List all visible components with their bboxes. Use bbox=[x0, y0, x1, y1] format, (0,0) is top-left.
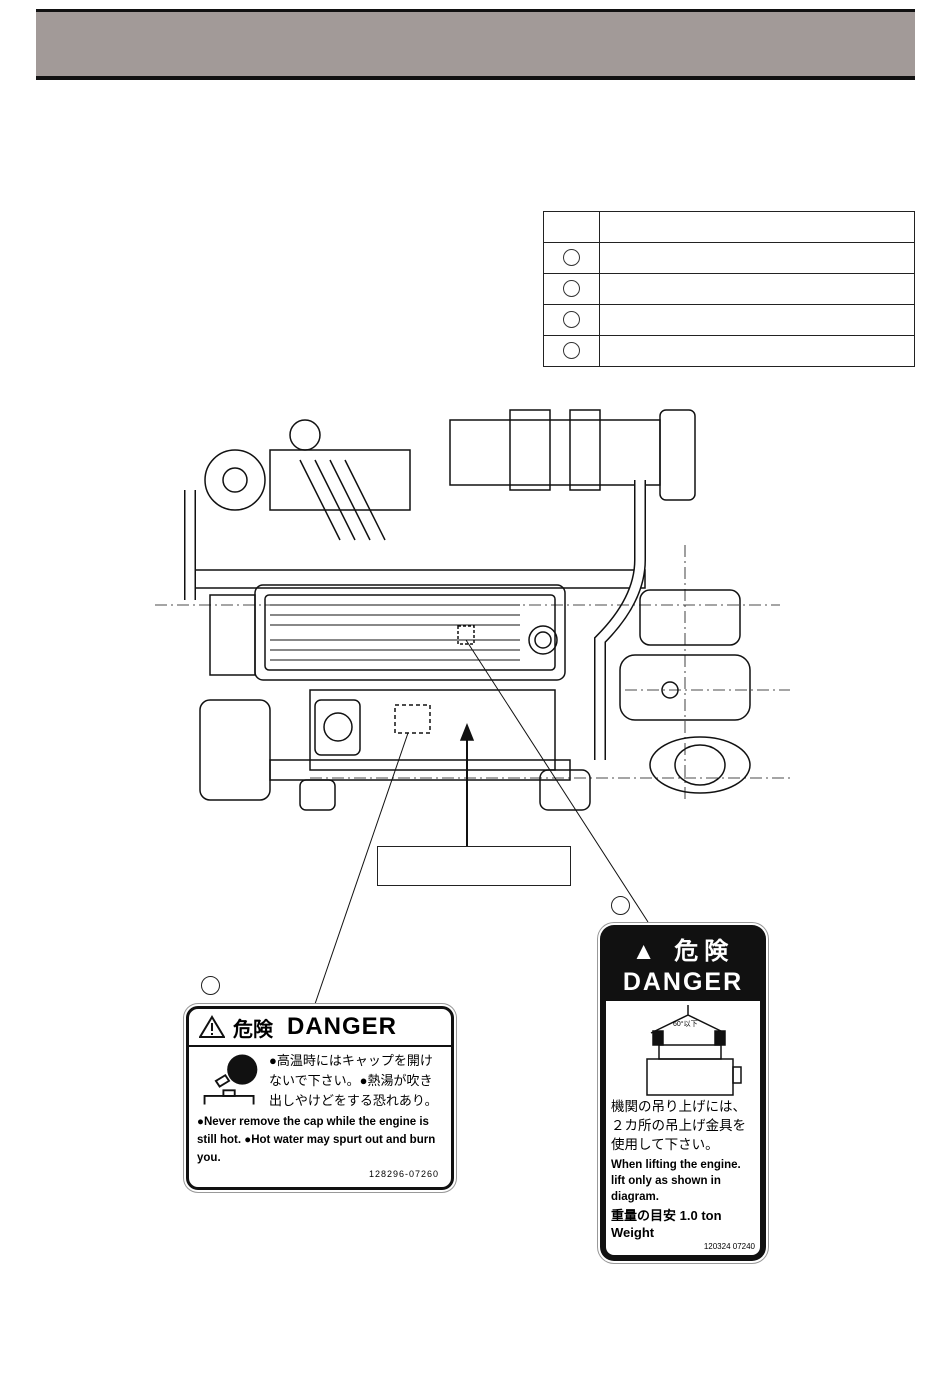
warning-triangle-icon bbox=[199, 1015, 225, 1038]
label-title-jp: 危険 bbox=[233, 1018, 273, 1041]
engine-lift-diagram-icon bbox=[646, 1005, 742, 1096]
label-marker-circle bbox=[201, 976, 220, 995]
weight-value: 1.0 ton bbox=[679, 1208, 722, 1223]
warning-triangle-icon: ▲ bbox=[631, 938, 662, 965]
label-text-jp: ●高温時にはキャップを開けないで下さい。●熱湯が吹き出しやけどをする恐れあり。 bbox=[269, 1053, 438, 1108]
label-part-number: 128296-07260 bbox=[368, 1169, 439, 1179]
hot-cap-icon bbox=[203, 1054, 258, 1105]
callout-box bbox=[377, 846, 571, 886]
label-reference-table bbox=[543, 211, 915, 367]
label-marker-circle bbox=[611, 896, 630, 915]
label-title-jp: 危険 bbox=[674, 938, 735, 965]
label-title-en: DANGER bbox=[287, 1013, 398, 1040]
label-text-jp: 機関の吊り上げには、２カ所の吊上げ金具を使用して下さい。 bbox=[611, 1099, 746, 1152]
ref-circle bbox=[563, 311, 580, 329]
ref-circle bbox=[563, 342, 580, 360]
danger-label-radiator-cap: 危険 DANGER ●高温時にはキャップを開けないで下さい。●熱湯が吹き出しやけ… bbox=[186, 1006, 454, 1190]
label-title-en: DANGER bbox=[622, 968, 744, 996]
ref-circle bbox=[563, 280, 580, 298]
label-text-en: When lifting the engine. lift only as sh… bbox=[611, 1159, 741, 1203]
angle-note: 60°以下 bbox=[673, 1021, 698, 1028]
label-text-en: ●Never remove the cap while the engine i… bbox=[197, 1116, 436, 1164]
danger-label-lifting: ▲ 危険 DANGER 60°以下 機関の吊り上げには、２カ所の吊上げ金具を使用… bbox=[600, 925, 766, 1261]
weight-label-jp: 重量の目安 bbox=[611, 1208, 677, 1223]
weight-label-en: Weight bbox=[611, 1225, 655, 1240]
section-header-bar bbox=[36, 9, 915, 80]
label-part-number: 120324 07240 bbox=[703, 1242, 755, 1251]
ref-circle bbox=[563, 249, 580, 267]
